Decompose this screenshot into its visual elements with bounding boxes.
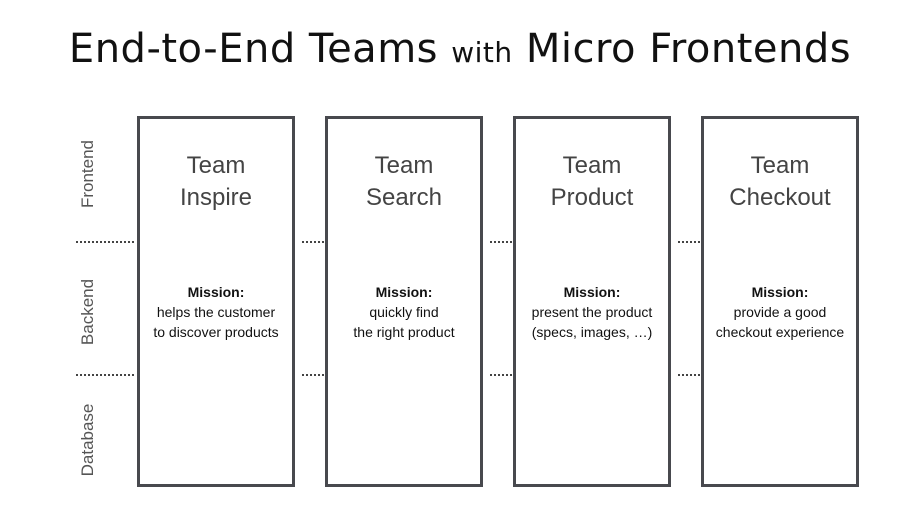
mission-text: helps the customer (156, 304, 276, 320)
team-checkout-box: Team Checkout Mission: provide a good ch… (701, 116, 859, 487)
frontend-backend-separator (678, 241, 700, 243)
team-name-line: Checkout (729, 184, 831, 211)
team-name-line: Team (562, 152, 622, 179)
mission-label: Mission: (375, 284, 433, 300)
mission-text: (specs, images, …) (531, 324, 653, 340)
team-name: Team Product (516, 150, 668, 214)
team-product-box: Team Product Mission: present the produc… (513, 116, 671, 487)
team-name-line: Inspire (179, 184, 253, 211)
team-inspire-box: Team Inspire Mission: helps the customer… (137, 116, 295, 487)
mission-text: provide a good (733, 304, 827, 320)
layer-label-database: Database (78, 403, 97, 477)
team-search-box: Team Search Mission: quickly find the ri… (325, 116, 483, 487)
frontend-backend-separator (490, 241, 512, 243)
title-part-3: Micro Frontends (525, 26, 852, 72)
backend-database-separator (76, 374, 134, 376)
backend-database-separator (302, 374, 324, 376)
mission-text: checkout experience (715, 324, 845, 340)
mission-label: Mission: (751, 284, 809, 300)
layer-label-frontend: Frontend (78, 139, 97, 209)
frontend-backend-separator (76, 241, 134, 243)
mission-text: to discover products (153, 324, 279, 340)
title-part-2: with (451, 36, 513, 69)
backend-database-separator (678, 374, 700, 376)
title-part-1: End-to-End Teams (68, 26, 438, 72)
backend-database-separator (490, 374, 512, 376)
diagram-title: End-to-End Teams with Micro Frontends (0, 26, 920, 72)
team-name: Team Inspire (140, 150, 292, 214)
team-name-line: Search (365, 184, 443, 211)
mission-text: quickly find (369, 304, 439, 320)
team-name: Team Checkout (704, 150, 856, 214)
team-name-line: Team (374, 152, 434, 179)
layer-label-backend: Backend (78, 278, 97, 346)
team-name-line: Team (750, 152, 810, 179)
team-name-line: Product (550, 184, 634, 211)
mission-text: present the product (531, 304, 653, 320)
team-mission: Mission: present the product (specs, ima… (506, 282, 678, 342)
frontend-backend-separator (302, 241, 324, 243)
team-mission: Mission: provide a good checkout experie… (694, 282, 866, 342)
team-name: Team Search (328, 150, 480, 214)
team-name-line: Team (186, 152, 246, 179)
mission-label: Mission: (187, 284, 245, 300)
team-mission: Mission: helps the customer to discover … (130, 282, 302, 342)
team-mission: Mission: quickly find the right product (318, 282, 490, 342)
mission-label: Mission: (563, 284, 621, 300)
mission-text: the right product (353, 324, 455, 340)
